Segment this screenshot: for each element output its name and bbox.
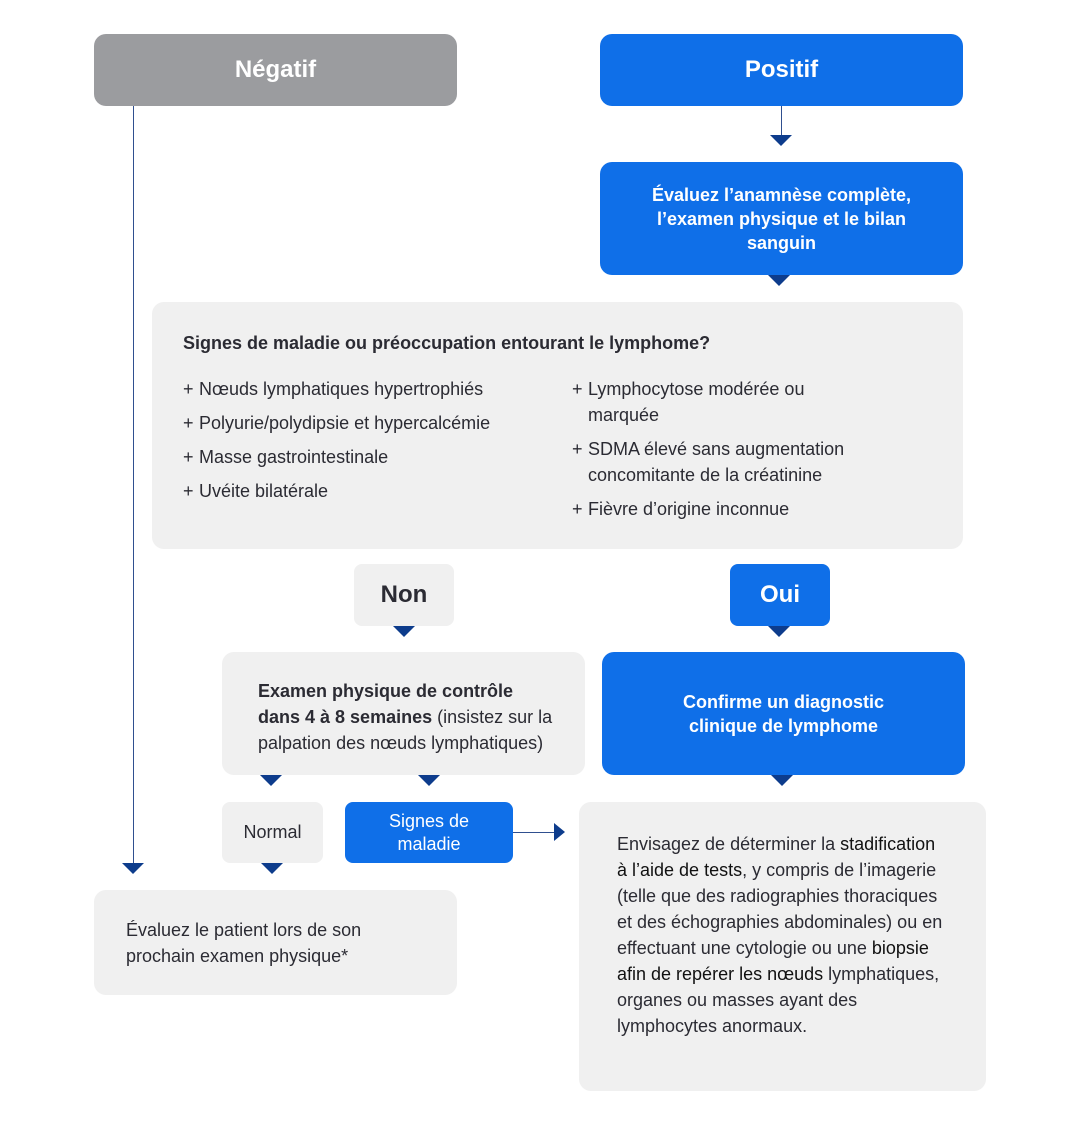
signs-right-column: +Lymphocytose modérée ou marquée +SDMA é…	[572, 376, 872, 530]
recheck-rest: (insistez sur la palpation des nœuds lym…	[258, 707, 553, 753]
confirm-text: Confirme un diagnostic clinique de lymph…	[682, 691, 884, 736]
staging-box: Envisagez de déterminer la stadification…	[579, 802, 986, 1091]
positive-box: Positif	[600, 34, 963, 106]
normal-label: Normal	[243, 822, 302, 842]
disease-signs-arrow	[554, 823, 565, 841]
signs-list-item: +Fièvre d’origine inconnue	[572, 499, 790, 519]
yes-arrow	[768, 626, 790, 637]
signs-left-column: +Nœuds lymphatiques hypertrophiés +Polyu…	[183, 376, 553, 512]
evaluate-history-text: Évaluez l’anamnèse complète, l’examen ph…	[651, 184, 912, 253]
yes-label: Oui	[760, 581, 800, 608]
recheck-arrow-right	[418, 775, 440, 786]
yes-box: Oui	[730, 564, 830, 626]
no-arrow	[393, 626, 415, 637]
negative-connector-line	[133, 106, 134, 863]
negative-box: Négatif	[94, 34, 457, 106]
signs-list-item: +SDMA élevé sans augmentation concomitan…	[572, 439, 845, 485]
no-box: Non	[354, 564, 454, 626]
positive-arrow	[770, 135, 792, 146]
signs-list-item: +Nœuds lymphatiques hypertrophiés	[183, 379, 484, 399]
recheck-text: Examen physique de contrôle dans 4 à 8 s…	[258, 678, 555, 756]
signs-list-item: +Masse gastrointestinale	[183, 447, 389, 467]
signs-box: Signes de maladie ou préoccupation entou…	[152, 302, 963, 549]
disease-signs-box: Signes de maladie	[345, 802, 513, 863]
signs-list-item: +Lymphocytose modérée ou marquée	[572, 379, 805, 425]
disease-signs-label: Signes de maladie	[388, 810, 470, 854]
negative-label: Négatif	[234, 56, 317, 83]
confirm-arrow	[771, 775, 793, 786]
recheck-bold: Examen physique de contrôle dans 4 à 8 s…	[258, 681, 514, 727]
recheck-box: Examen physique de contrôle dans 4 à 8 s…	[222, 652, 585, 775]
normal-arrow	[261, 863, 283, 874]
disease-signs-connector-line	[513, 832, 554, 833]
next-exam-text: Évaluez le patient lors de son prochain …	[126, 920, 362, 966]
next-exam-box: Évaluez le patient lors de son prochain …	[94, 890, 457, 995]
evaluate-arrow	[768, 275, 790, 286]
staging-text: Envisagez de déterminer la stadification…	[617, 834, 943, 1036]
signs-list-item: +Polyurie/polydipsie et hypercalcémie	[183, 413, 491, 433]
confirm-box: Confirme un diagnostic clinique de lymph…	[602, 652, 965, 775]
evaluate-history-box: Évaluez l’anamnèse complète, l’examen ph…	[600, 162, 963, 275]
signs-list-item: +Uvéite bilatérale	[183, 481, 329, 501]
normal-box: Normal	[222, 802, 323, 863]
negative-arrow	[122, 863, 144, 874]
signs-question: Signes de maladie ou préoccupation entou…	[183, 333, 711, 353]
no-label: Non	[380, 581, 428, 608]
positive-label: Positif	[744, 56, 819, 83]
positive-connector-line	[781, 106, 782, 135]
recheck-arrow-left	[260, 775, 282, 786]
